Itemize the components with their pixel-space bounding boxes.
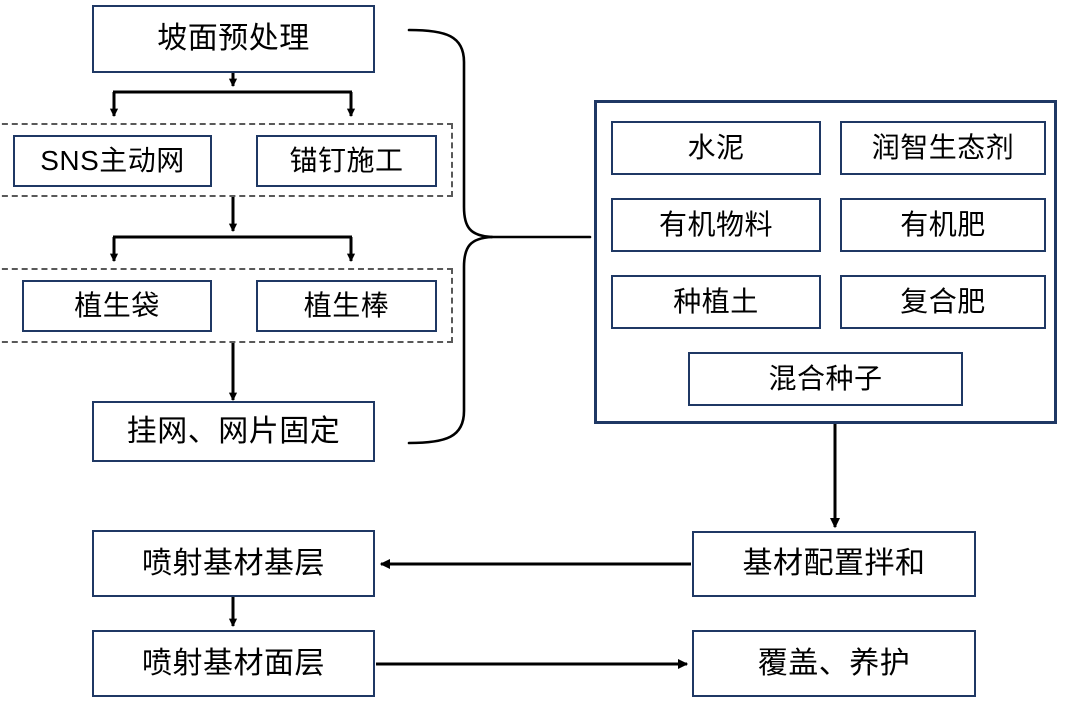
material-box-organic-material[interactable]: 有机物料	[611, 198, 821, 252]
material-box-compound-fertilizer[interactable]: 复合肥	[840, 275, 1046, 329]
node-vegetation-bag[interactable]: 植生袋	[22, 280, 212, 332]
material-box-cement[interactable]: 水泥	[611, 121, 821, 175]
node-slope-pretreatment[interactable]: 坡面预处理	[92, 5, 375, 73]
node-sns-active-net[interactable]: SNS主动网	[13, 135, 212, 187]
material-box-runzhi-eco-agent[interactable]: 润智生态剂	[840, 121, 1046, 175]
materials-panel: 水泥 润智生态剂 有机物料 有机肥 种植土 复合肥 混合种子	[594, 100, 1057, 424]
node-spray-base-layer[interactable]: 喷射基材基层	[92, 530, 375, 597]
material-box-organic-fertilizer[interactable]: 有机肥	[840, 198, 1046, 252]
node-anchor-construction[interactable]: 锚钉施工	[256, 135, 437, 187]
node-vegetation-stick[interactable]: 植生棒	[256, 280, 437, 332]
node-cover-maintenance[interactable]: 覆盖、养护	[692, 630, 976, 697]
arrow-split-to-anchor-group	[109, 90, 356, 117]
arrow-split-to-vegetation-group	[109, 235, 356, 262]
node-net-hanging-fixing[interactable]: 挂网、网片固定	[92, 401, 375, 462]
node-base-material-mixing[interactable]: 基材配置拌和	[692, 531, 976, 597]
node-spray-surface-layer[interactable]: 喷射基材面层	[92, 630, 375, 697]
curly-brace-connector	[407, 28, 592, 445]
material-box-mixed-seeds[interactable]: 混合种子	[688, 352, 963, 406]
material-box-planting-soil[interactable]: 种植土	[611, 275, 821, 329]
